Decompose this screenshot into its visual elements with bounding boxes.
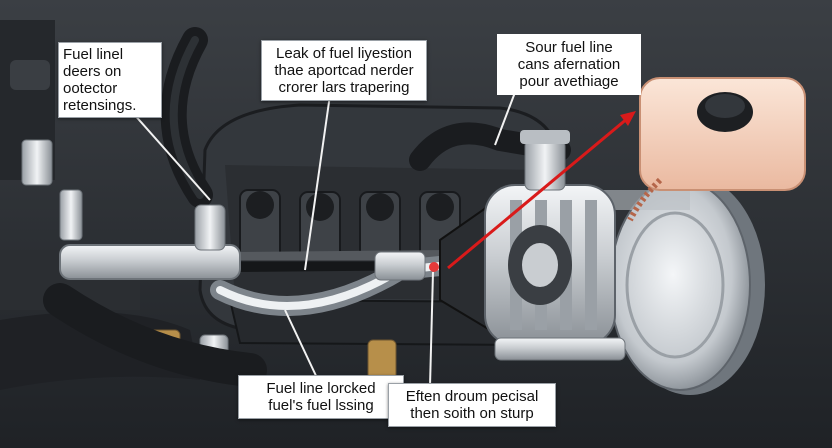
callout-sour-fuel-top-right: Sour fuel line cans afernation pour avet… [497,34,641,95]
callout-fuel-line-bottom-left: Fuel line lorcked fuel's fuel lssing [238,375,404,419]
coolant-reservoir [627,77,806,222]
callout-leak-top-center: Leak of fuel liyestion thae aportcad ner… [261,40,427,101]
callout-text: thae aportcad nerder [274,62,414,79]
fuel-rail [59,204,460,316]
callout-fuel-line-top-left: Fuel linel deers on ootector retensings. [58,42,162,118]
callout-text: crorer lars trapering [278,79,410,96]
callout-text: pour avethiage [519,73,619,90]
leak-arrow [447,111,636,270]
fuel-pump-housing [439,130,626,361]
callout-text: Eften droum pecisal [405,388,539,405]
callout-text: Fuel linel [63,46,124,63]
callout-text: Sour fuel line [525,39,613,56]
callout-text: fuel's fuel lssing [268,397,374,414]
callout-text: deers on [63,63,122,80]
callout-text: then soith on sturp [410,405,534,422]
callout-text: Fuel line lorcked [266,380,376,397]
callout-text: retensings. [63,97,137,114]
callout-eften-bottom-center: Eften droum pecisal then soith on sturp [388,383,556,427]
callout-text: cans afernation [517,56,621,73]
callout-text: ootector [63,80,118,97]
brake-booster [600,175,765,395]
callout-text: Leak of fuel liyestion [276,45,412,62]
